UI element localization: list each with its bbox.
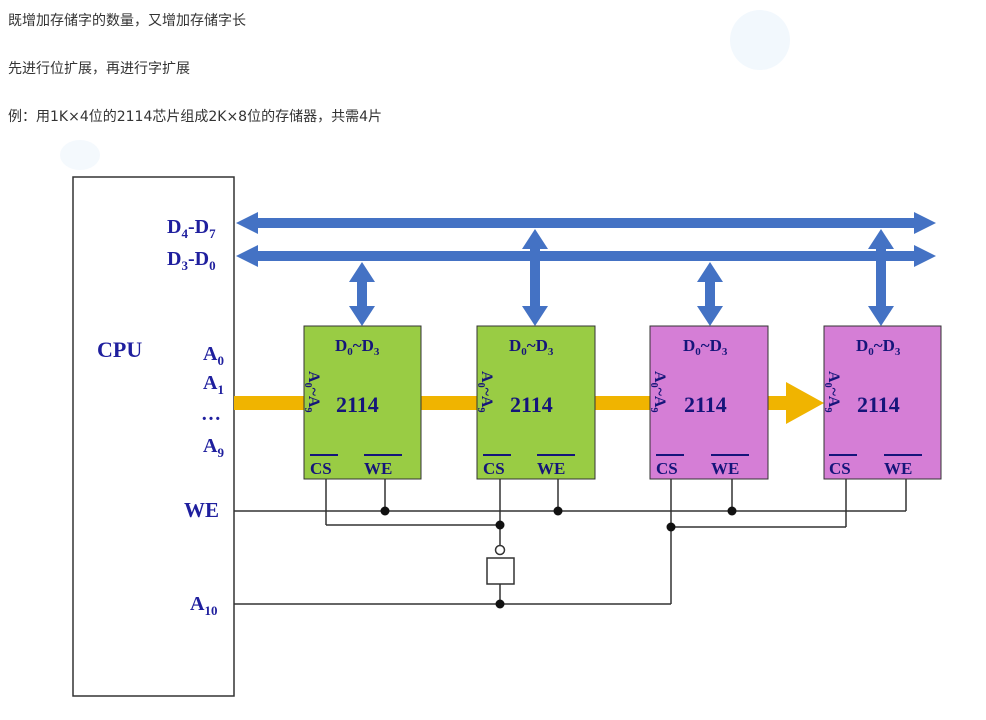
data-bus-d4-d7	[236, 212, 936, 234]
svg-text:D0~D3: D0~D3	[856, 336, 901, 358]
background-decoration	[60, 140, 100, 170]
description-line-2: 先进行位扩展，再进行字扩展	[8, 61, 190, 77]
chip1-data-connector	[349, 262, 375, 326]
addr-label-a0: A0	[203, 343, 224, 368]
we-junction-dots	[380, 506, 737, 516]
bus-label-d4-d7: D4-D7	[167, 216, 216, 241]
svg-text:CS: CS	[483, 459, 505, 478]
addr-label-a9: A9	[203, 435, 224, 460]
description-line-1: 既增加存储字的数量，又增加存储字长	[8, 13, 246, 29]
svg-text:WE: WE	[711, 459, 739, 478]
svg-text:WE: WE	[884, 459, 912, 478]
svg-text:CS: CS	[829, 459, 851, 478]
cs-line-group-2	[670, 479, 847, 604]
cpu-label: CPU	[97, 337, 142, 362]
background-decoration	[730, 10, 790, 70]
bus-label-d3-d0: D3-D0	[167, 248, 216, 273]
addr-label-a1: A1	[203, 372, 224, 397]
svg-text:CS: CS	[310, 459, 332, 478]
chip-2: D0~D3 A0~A9 2114 CS WE	[475, 325, 596, 480]
svg-text:D0~D3: D0~D3	[683, 336, 728, 358]
we-label: WE	[184, 498, 219, 522]
svg-text:A0~A9: A0~A9	[302, 371, 322, 412]
svg-text:CS: CS	[656, 459, 678, 478]
chip-4: D0~D3 A0~A9 2114 CS WE	[822, 325, 942, 480]
chip-1: D0~D3 A0~A9 2114 CS WE	[302, 325, 422, 480]
chip-3: D0~D3 A0~A9 2114 CS WE	[648, 325, 769, 480]
svg-text:WE: WE	[364, 459, 392, 478]
svg-text:2114: 2114	[684, 392, 727, 417]
svg-text:2114: 2114	[510, 392, 553, 417]
we-line	[234, 479, 907, 512]
svg-text:A0~A9: A0~A9	[475, 371, 495, 412]
chip4-data-connector	[868, 229, 894, 326]
addr-label-a10: A10	[190, 593, 217, 618]
addr-label-dots: …	[201, 403, 221, 425]
svg-text:D0~D3: D0~D3	[509, 336, 554, 358]
cs-line-group-1	[325, 479, 501, 545]
svg-text:A0~A9: A0~A9	[648, 371, 668, 412]
svg-text:A0~A9: A0~A9	[822, 371, 842, 412]
svg-text:2114: 2114	[336, 392, 379, 417]
chip3-data-connector	[697, 262, 723, 326]
address-bus	[234, 382, 824, 424]
chip2-data-connector	[522, 229, 548, 326]
inverter-gate	[486, 544, 515, 604]
svg-text:D0~D3: D0~D3	[335, 336, 380, 358]
cpu-block	[72, 176, 235, 697]
a10-junction-dot	[495, 599, 505, 609]
description-line-3: 例：用1K×4位的2114芯片组成2K×8位的存储器，共需4片	[8, 109, 382, 125]
svg-text:2114: 2114	[857, 392, 900, 417]
data-bus-d3-d0	[236, 245, 936, 267]
cs-junction-dots	[495, 520, 676, 532]
svg-text:WE: WE	[537, 459, 565, 478]
